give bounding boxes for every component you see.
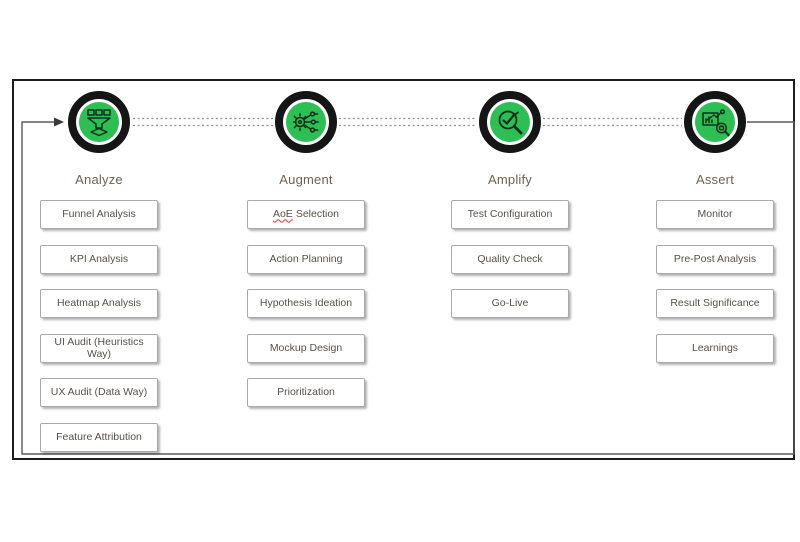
stage-title: Amplify [487,172,533,187]
stage-title: Analyze [75,172,123,187]
item-box: UX Audit (Data Way) [40,378,158,407]
item-box: Prioritization [247,378,365,407]
dotted-connectors [133,117,682,127]
stage-circle-green [286,102,326,142]
item-box: Quality Check [451,245,569,274]
stage-circle-green [490,102,530,142]
item-box: Pre-Post Analysis [656,245,774,274]
stage-title: Assert [695,172,735,187]
item-box: Feature Attribution [40,423,158,452]
stage-analyze: Analyze Funnel Analysis KPI Analysis Hea… [40,91,158,461]
item-box: Heatmap Analysis [40,289,158,318]
item-box: Monitor [656,200,774,229]
stage-amplify: Amplify Test Configuration Quality Check… [451,91,569,461]
item-box: Funnel Analysis [40,200,158,229]
item-box: UI Audit (Heuristics Way) [40,334,158,363]
magnifier-check-icon [498,110,523,135]
stage-circle-green [79,102,119,142]
stage-circle-green [695,102,735,142]
item-box: KPI Analysis [40,245,158,274]
item-box: Hypothesis Ideation [247,289,365,318]
item-box: Action Planning [247,245,365,274]
misspelled-word: AoE [272,207,293,220]
item-box: Learnings [656,334,774,363]
item-label: Selection [295,207,340,220]
item-box: Test Configuration [451,200,569,229]
chart-magnifier-icon [702,109,730,137]
stage-circle-augment [275,91,337,153]
item-box: Mockup Design [247,334,365,363]
item-box: Go-Live [451,289,569,318]
stage-circle-assert [684,91,746,153]
gear-network-icon [293,111,319,133]
stage-assert: Assert Monitor Pre-Post Analysis Result … [656,91,774,461]
stage-title: Augment [279,172,333,187]
feedback-loop-line [21,121,795,455]
stage-circle-amplify [479,91,541,153]
funnel-data-icon [87,109,111,137]
item-box: Result Significance [656,289,774,318]
arrowhead-into-analyze [54,117,64,127]
stage-circle-analyze [68,91,130,153]
